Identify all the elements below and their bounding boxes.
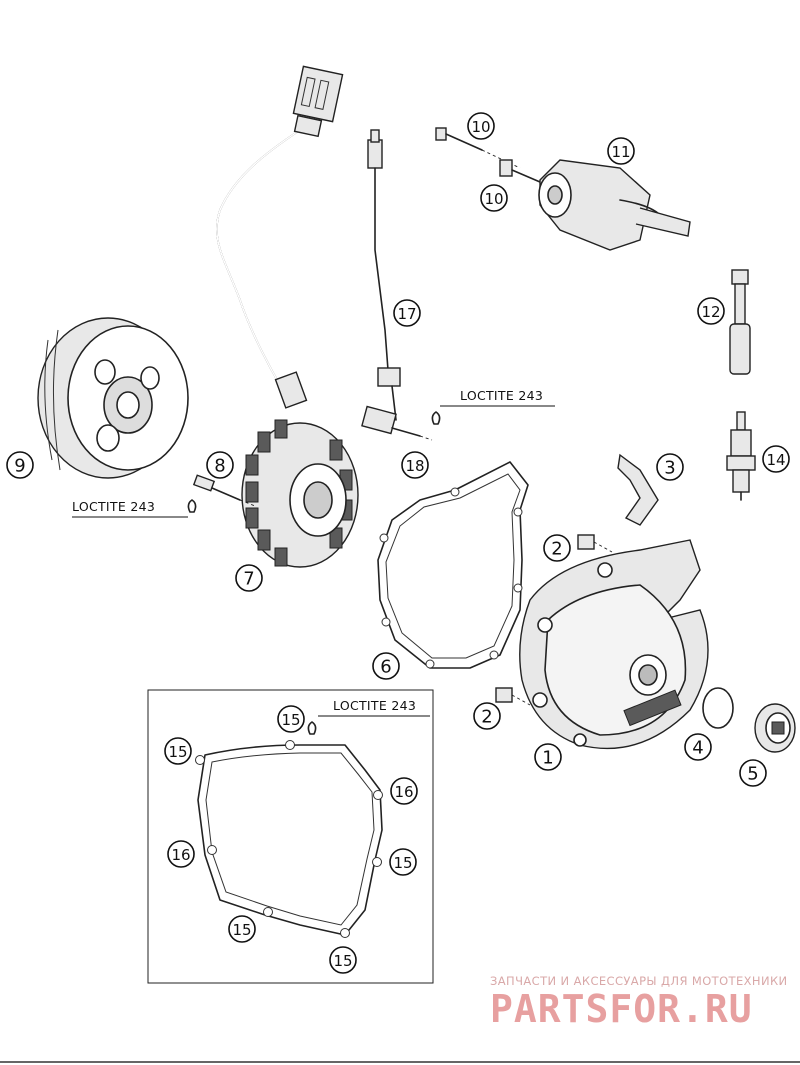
callout-3: 3 — [656, 453, 684, 481]
svg-text:9: 9 — [14, 456, 25, 477]
callout-2-upper: 2 — [543, 534, 571, 562]
watermark-caption: ЗАПЧАСТИ И АКСЕССУАРЫ ДЛЯ МОТОТЕХНИКИ — [490, 974, 788, 988]
loctite-note-gasket-text: LOCTITE 243 — [333, 698, 416, 713]
svg-text:10: 10 — [471, 118, 490, 136]
svg-text:6: 6 — [380, 657, 391, 678]
callout-16-a: 16 — [390, 777, 418, 805]
callout-17: 17 — [393, 299, 421, 327]
svg-text:2: 2 — [481, 707, 492, 728]
svg-text:16: 16 — [394, 783, 413, 801]
callout-15-a: 15 — [277, 705, 305, 733]
callout-15-b: 15 — [164, 737, 192, 765]
callout-5: 5 — [739, 759, 767, 787]
callout-10-upper: 10 — [467, 112, 495, 140]
loctite-note-sensor: LOCTITE 243 — [440, 388, 555, 407]
svg-text:15: 15 — [168, 743, 187, 761]
loctite-note-flywheel-text: LOCTITE 243 — [72, 499, 155, 514]
loctite-drop-flywheel — [187, 499, 197, 513]
callout-9: 9 — [6, 451, 34, 479]
svg-text:5: 5 — [747, 764, 758, 785]
svg-text:1: 1 — [542, 748, 553, 769]
spark-plug-connector — [729, 269, 751, 375]
starter-motor — [538, 159, 691, 251]
callout-6: 6 — [372, 652, 400, 680]
callout-15-d: 15 — [228, 915, 256, 943]
stator — [241, 419, 359, 568]
svg-text:18: 18 — [405, 457, 424, 475]
cover-bracket — [617, 453, 659, 526]
svg-text:15: 15 — [232, 921, 251, 939]
dowel-upper-leader — [593, 541, 613, 553]
callout-4: 4 — [684, 733, 712, 761]
cover-plug — [754, 703, 796, 753]
callout-15-e: 15 — [329, 946, 357, 974]
callout-15-c: 15 — [389, 848, 417, 876]
callout-8: 8 — [206, 451, 234, 479]
svg-text:12: 12 — [701, 303, 720, 321]
svg-text:15: 15 — [393, 854, 412, 872]
svg-text:11: 11 — [611, 143, 630, 161]
loctite-note-gasket: LOCTITE 243 — [318, 698, 430, 717]
callout-7: 7 — [235, 564, 263, 592]
svg-text:8: 8 — [214, 456, 225, 477]
svg-text:7: 7 — [243, 569, 254, 590]
svg-text:15: 15 — [333, 952, 352, 970]
callout-10-lower: 10 — [480, 184, 508, 212]
callout-16-b: 16 — [167, 840, 195, 868]
stator-wire-harness — [216, 65, 344, 409]
loctite-note-sensor-text: LOCTITE 243 — [460, 388, 543, 403]
svg-text:4: 4 — [692, 738, 703, 759]
svg-text:10: 10 — [484, 190, 503, 208]
svg-text:17: 17 — [397, 305, 416, 323]
gasket-detail-box — [147, 689, 434, 984]
loctite-drop-gasket — [307, 721, 317, 735]
loctite-drop-sensor — [431, 411, 441, 425]
svg-text:15: 15 — [281, 711, 300, 729]
crank-sensor-cable — [361, 129, 433, 441]
o-ring — [702, 687, 734, 729]
cover-gasket — [377, 461, 529, 669]
ignition-cover — [519, 539, 709, 750]
callout-2-lower: 2 — [473, 702, 501, 730]
callout-12: 12 — [697, 297, 725, 325]
watermark: ЗАПЧАСТИ И АКСЕССУАРЫ ДЛЯ МОТОТЕХНИКИ PA… — [490, 974, 788, 1031]
svg-text:14: 14 — [766, 451, 785, 469]
svg-text:2: 2 — [551, 539, 562, 560]
loctite-note-flywheel: LOCTITE 243 — [72, 499, 188, 518]
svg-text:3: 3 — [664, 458, 675, 479]
gasket-detail — [195, 740, 383, 938]
callout-1: 1 — [534, 743, 562, 771]
watermark-brand: PARTSFOR.RU — [490, 987, 753, 1031]
svg-text:16: 16 — [171, 846, 190, 864]
stator-screw — [192, 474, 256, 507]
dowel-pin-lower — [495, 687, 513, 703]
starter-motor-bolts — [435, 127, 541, 183]
spark-plug — [726, 411, 756, 501]
callout-18: 18 — [401, 451, 429, 479]
callout-14: 14 — [762, 445, 790, 473]
dowel-pin-upper — [577, 534, 595, 550]
flywheel-rotor — [37, 317, 189, 479]
callout-11: 11 — [607, 137, 635, 165]
